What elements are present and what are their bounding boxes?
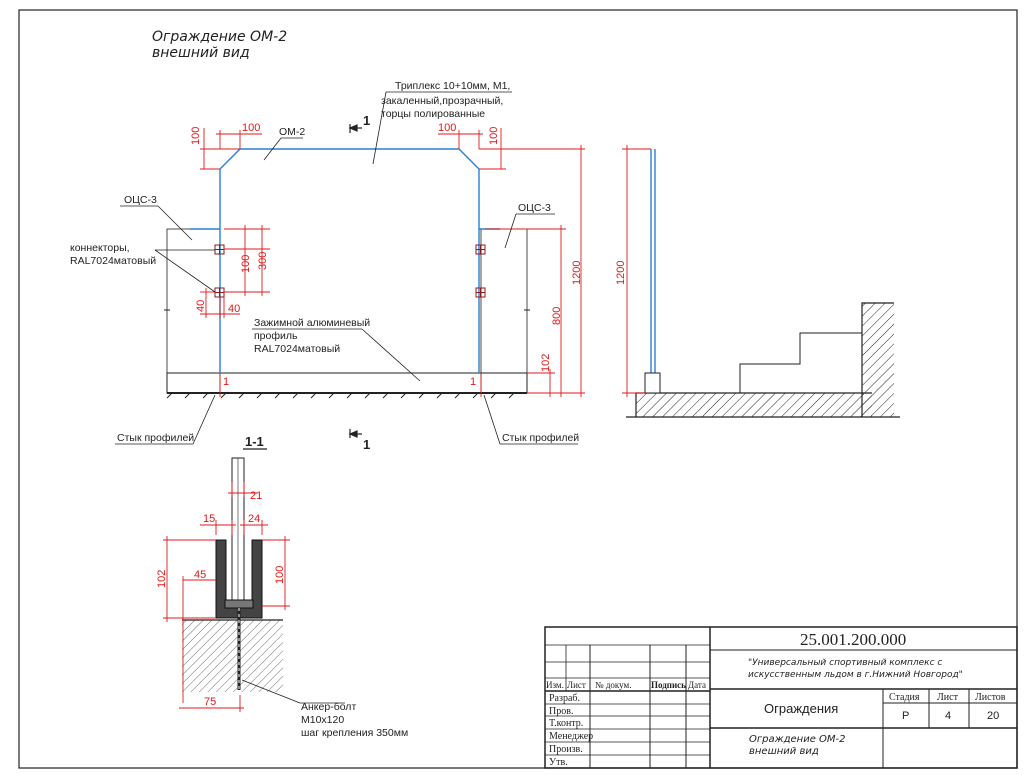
section-bottom-number: 1 [363, 437, 370, 452]
joint-right-label: Стык профилей [502, 432, 579, 444]
project-name-line1: "Универсальный спортивный комплекс с [748, 658, 942, 668]
side-view: 1200 [615, 145, 900, 418]
dim-40-vertical: 40 [195, 300, 207, 312]
dim-102-front: 102 [540, 354, 552, 372]
dim-45: 45 [194, 569, 206, 581]
col-izm: Изм. [546, 680, 564, 690]
section-title: 1-1 [245, 434, 264, 449]
glass-label-line1: Триплекс 10+10мм, М1, [395, 80, 510, 92]
row-manager: Менеджер [549, 731, 593, 742]
document-code: 25.001.200.000 [800, 630, 906, 649]
project-name-line2: искусственным льдом в г.Нижний Новгород" [748, 670, 963, 680]
sheet-name-line1: Ограждение ОМ-2 [749, 734, 846, 745]
sheet-title-line2: внешний вид [152, 45, 250, 61]
ocs3-left-label: ОЦС-3 [124, 194, 157, 206]
connectors-label-line1: коннекторы, [70, 242, 130, 254]
dim-100-top-left-horizontal: 100 [242, 122, 260, 134]
profile-label-line3: RAL7024матовый [254, 343, 340, 355]
anchor-label-line3: шаг крепления 350мм [301, 727, 408, 739]
sheet-frame [18, 9, 1018, 769]
connectors-label-line2: RAL7024матовый [70, 255, 156, 267]
stage-header: Стадия [889, 692, 920, 703]
title-block [544, 626, 1018, 769]
joint-left-label: Стык профилей [117, 432, 194, 444]
row-utv: Утв. [549, 757, 568, 768]
front-dimension-lines [200, 128, 585, 397]
dim-100-top-right-horizontal: 100 [438, 122, 456, 134]
col-sign: Подпись [651, 680, 686, 690]
dim-40-horizontal: 40 [228, 303, 240, 315]
dim-21: 21 [250, 490, 262, 502]
sheet-name-line2: внешний вид [749, 746, 819, 757]
anchor-label-line2: М10х120 [301, 714, 344, 726]
col-date: Дата [688, 680, 706, 690]
col-list: Лист [567, 680, 586, 690]
profile-label-line1: Зажимной алюминевый [254, 317, 370, 329]
col-doc: № докум. [595, 680, 632, 690]
lists-value: 20 [987, 710, 999, 722]
dim-100-section: 100 [274, 566, 286, 584]
dim-300: 300 [257, 252, 269, 270]
section-detail: 1-1 [156, 434, 408, 739]
dim-1-left: 1 [223, 376, 229, 388]
section-top-number: 1 [363, 113, 370, 128]
om2-label: ОМ-2 [279, 126, 305, 138]
section-marker-bottom [348, 429, 362, 438]
dim-24: 24 [248, 513, 260, 525]
list-value: 4 [945, 710, 951, 722]
dim-102-section: 102 [156, 570, 168, 588]
dim-100-top-right-vertical: 100 [488, 127, 500, 145]
sheet-title-line1: Ограждение ОМ-2 [152, 29, 287, 45]
row-tkontr: Т.контр. [549, 718, 583, 729]
dim-1-right: 1 [470, 376, 476, 388]
anchor-label-line1: Анкер-болт [301, 701, 356, 713]
stage-value: Р [902, 710, 909, 722]
dim-100-top-left-vertical: 100 [190, 127, 202, 145]
dim-100-connectors: 100 [240, 255, 252, 273]
glass-label-line2: закаленный,прозрачный, [381, 95, 503, 107]
row-razrab: Разраб. [549, 693, 580, 704]
dim-800: 800 [551, 307, 563, 325]
dim-75: 75 [204, 696, 216, 708]
row-prov: Пров. [549, 706, 573, 717]
lists-header: Листов [975, 692, 1006, 703]
section-marker-top [348, 124, 362, 133]
document-title: Ограждения [764, 701, 838, 716]
connector-marks [214, 244, 486, 298]
dim-1200-front: 1200 [571, 261, 583, 285]
front-view: 100 100 100 100 100 300 40 40 1200 800 1… [70, 80, 585, 452]
profile-label-line2: профиль [254, 330, 298, 342]
glass-label-line3: торцы полированные [381, 108, 485, 120]
ocs3-right-label: ОЦС-3 [518, 202, 551, 214]
dim-15: 15 [203, 513, 215, 525]
row-proizv: Произв. [549, 744, 583, 755]
list-header: Лист [937, 692, 959, 703]
dim-1200-side: 1200 [615, 261, 627, 285]
